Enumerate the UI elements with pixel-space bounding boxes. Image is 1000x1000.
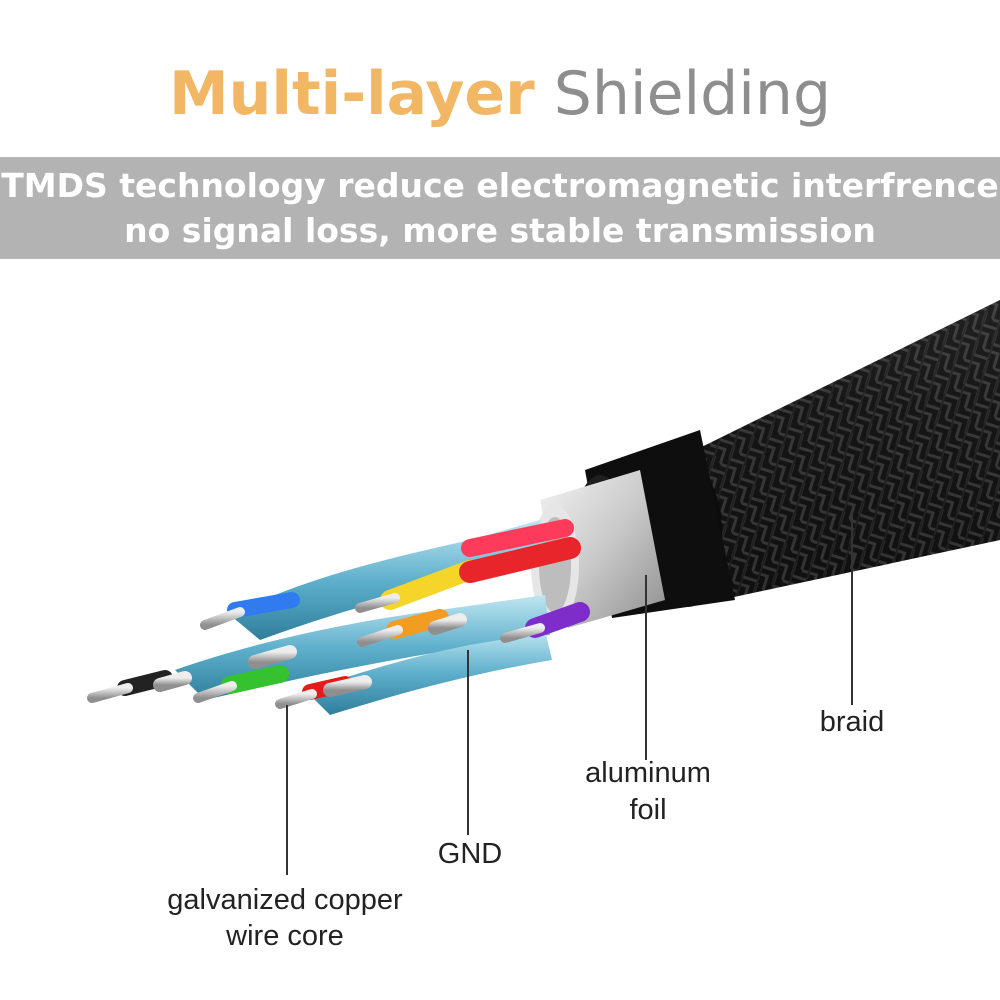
core-label-line2: wire core bbox=[226, 920, 344, 952]
banner-line-2: no signal loss, more stable transmission bbox=[124, 211, 876, 250]
gnd-label: GND bbox=[437, 838, 503, 870]
banner-line-1: TMDS technology reduce electromagnetic i… bbox=[1, 166, 999, 205]
core-label-line1: galvanized copper bbox=[167, 884, 403, 916]
braid-label: braid bbox=[819, 706, 885, 738]
foil-label-line1: aluminum bbox=[585, 757, 711, 789]
copper-conductor-icon bbox=[87, 593, 545, 709]
title-rest: Shielding bbox=[534, 59, 832, 129]
foil-label-line2: foil bbox=[629, 794, 667, 826]
feature-banner: TMDS technology reduce electromagnetic i… bbox=[0, 157, 1000, 259]
page-title: Multi-layer Shielding bbox=[0, 58, 1000, 130]
title-accent: Multi-layer bbox=[168, 59, 535, 129]
